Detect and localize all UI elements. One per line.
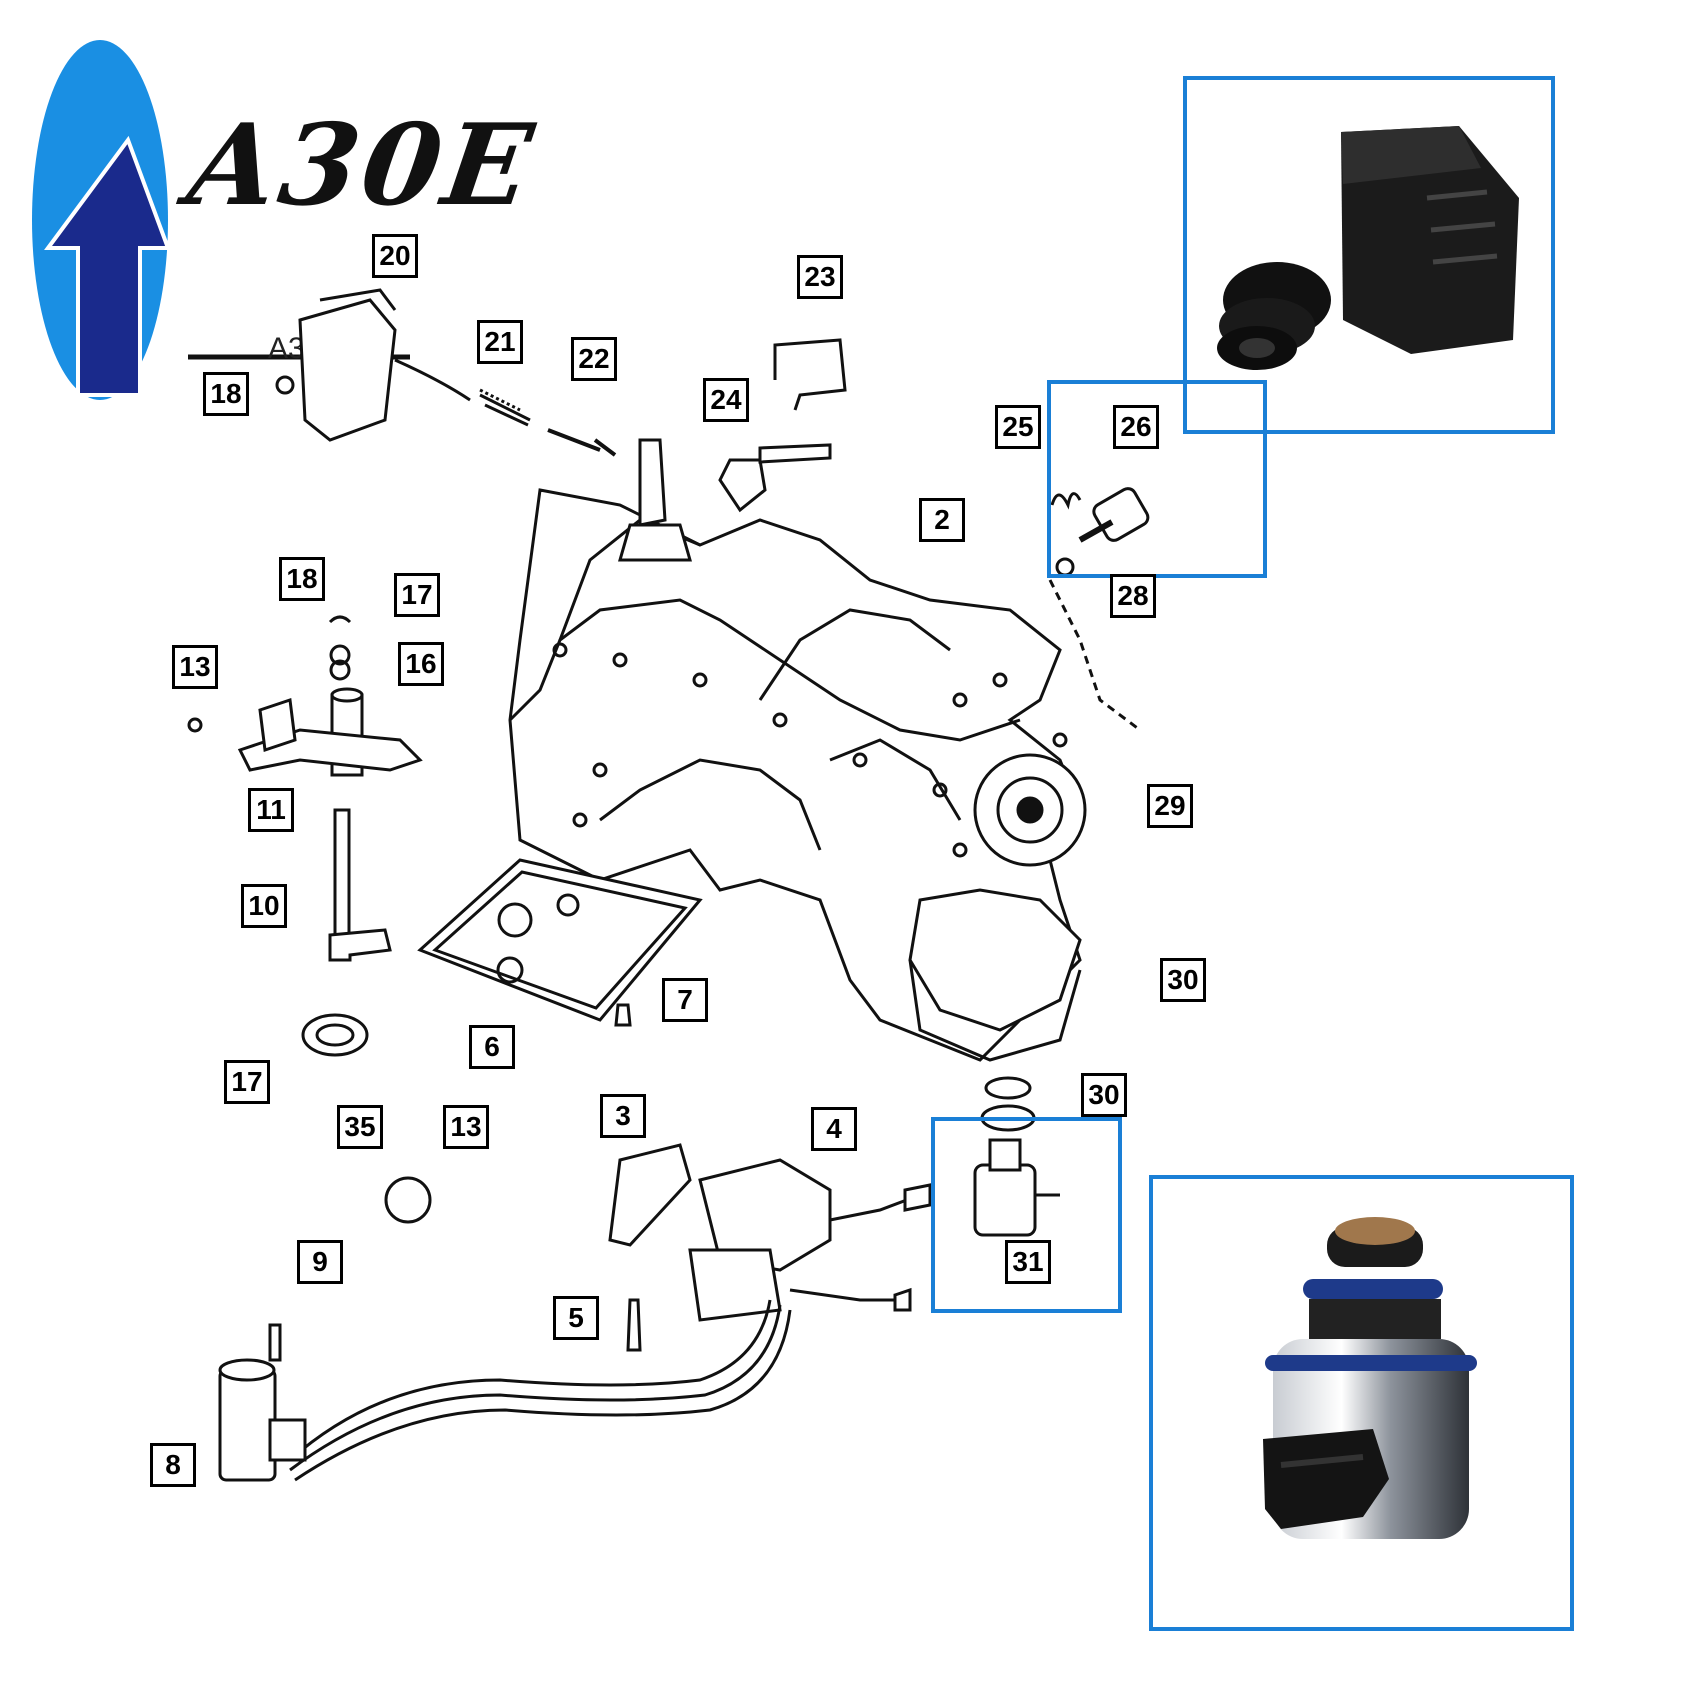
clip-24 [1050,492,1082,510]
callout-35: 35 [337,1105,383,1149]
highlight-box-solenoid-31 [931,1117,1122,1313]
callout-30: 30 [1081,1073,1127,1117]
dashed-leader [1048,579,1141,732]
solenoid-31 [973,1138,1060,1237]
callout-19: 20 [372,234,418,278]
wire-harness [218,1299,792,1482]
spring-clip [773,338,847,411]
callout-31: 31 [1005,1240,1051,1284]
o-ring [384,1176,432,1224]
callout-18: 18 [203,372,249,416]
callout-29: 30 [1160,958,1206,1002]
callout-15: 17 [394,573,440,617]
ring-30a [984,1076,1032,1100]
highlight-box-top-photo [1183,76,1555,434]
photo-chrome-solenoid [1263,1217,1477,1539]
callout-9: 9 [297,1240,343,1284]
highlight-box-bottom-photo [1149,1175,1574,1631]
callout-21: 22 [571,337,617,381]
callout-5: 5 [553,1296,599,1340]
callout-13a: 13 [172,645,218,689]
callout-8: 8 [150,1443,196,1487]
callout-3: 3 [600,1094,646,1138]
detent-assembly [275,288,617,457]
callout-2: 2 [919,498,965,542]
callout-11: 11 [248,788,294,832]
arrow-icon [44,135,171,397]
callout-14: 16 [398,642,444,686]
highlight-box-solenoid-25 [1047,380,1267,578]
callout-25: 26 [1113,405,1159,449]
callout-4: 4 [811,1107,857,1151]
callout-22: 23 [797,255,843,299]
logo [32,40,410,400]
callout-17: 17 [224,1060,270,1104]
callout-26: 28 [1110,574,1156,618]
solenoid-pack [608,1143,932,1322]
callout-16: 18 [279,557,325,601]
callout-6: 6 [469,1025,515,1069]
callout-13b: 13 [443,1105,489,1149]
bolt [614,1003,632,1027]
seal [301,1013,369,1057]
callout-23: 24 [703,378,749,422]
photo-black-solenoid [1217,126,1519,370]
shaft [328,808,392,962]
retainer-plate [758,443,832,464]
valve-body [508,438,1087,1062]
callout-20: 21 [477,320,523,364]
callout-24: 25 [995,405,1041,449]
bolt-5 [626,1298,642,1352]
filter-plate [417,858,703,1022]
callout-7: 7 [662,978,708,1022]
callout-10: 10 [241,884,287,928]
callout-28: 29 [1147,784,1193,828]
manual-lever [187,615,423,777]
